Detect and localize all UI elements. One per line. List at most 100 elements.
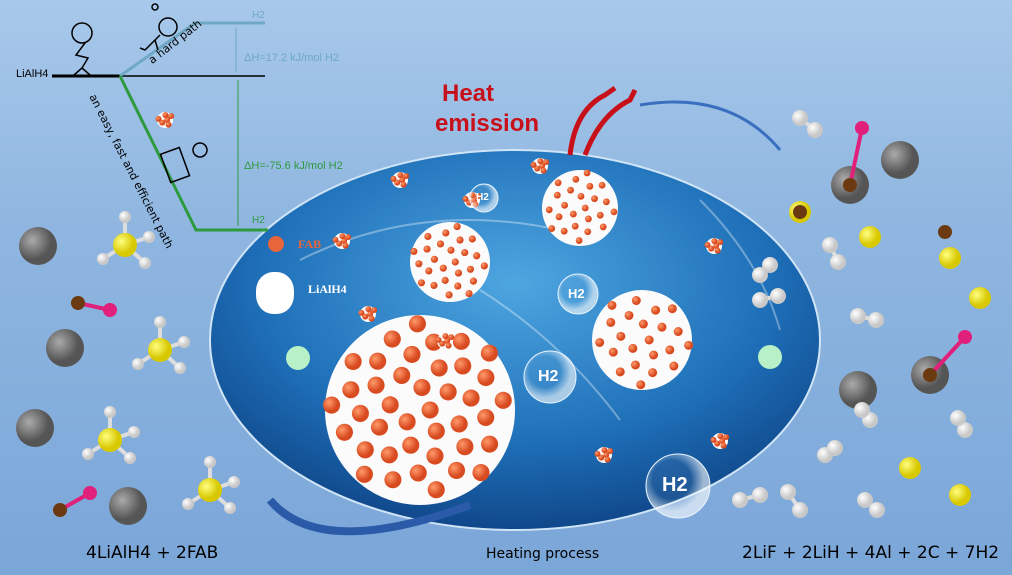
fab-particle xyxy=(452,332,470,350)
fab-particle xyxy=(554,179,562,187)
fab-particle xyxy=(365,306,372,313)
h-atom xyxy=(124,452,136,464)
fab-particle xyxy=(442,229,450,237)
fab-particle xyxy=(456,236,464,244)
fab-particle xyxy=(417,279,426,287)
h2-molecule xyxy=(950,410,966,426)
fab-particle xyxy=(606,317,616,327)
bond-atom xyxy=(855,121,869,135)
h2-molecule xyxy=(868,312,884,328)
h-atom xyxy=(174,362,186,374)
fab-particle xyxy=(413,378,431,397)
fab-particle xyxy=(466,265,475,273)
fab-particle xyxy=(450,415,468,433)
fab-particle xyxy=(545,206,553,214)
fab-particle xyxy=(435,336,442,343)
fab-particle xyxy=(607,300,617,310)
carbon-atom xyxy=(839,371,877,409)
li-atom xyxy=(286,346,310,370)
fab-particle xyxy=(384,471,402,489)
fab-particle xyxy=(494,391,512,409)
fab-particle xyxy=(615,367,625,377)
h-atom xyxy=(139,257,151,269)
fab-particle xyxy=(571,222,579,230)
cart-figure-icon xyxy=(159,142,208,184)
fab-particle xyxy=(569,210,577,218)
carbon-atom xyxy=(46,329,84,367)
fab-particle xyxy=(380,446,398,464)
fab-particle xyxy=(704,241,711,248)
fab-particle xyxy=(603,452,610,458)
fab-particle xyxy=(596,211,604,219)
fab-particle xyxy=(473,252,481,260)
h2-molecule xyxy=(752,292,768,308)
heat-label-line1: Heat xyxy=(442,80,495,107)
fab-particle xyxy=(344,352,362,371)
fab-particle xyxy=(714,247,721,254)
fab-particle xyxy=(342,381,360,399)
fab-particle xyxy=(370,418,389,436)
fab-particle xyxy=(548,225,556,232)
fab-particle xyxy=(465,289,473,298)
lialh4-legend-icon xyxy=(256,272,294,314)
fab-particle xyxy=(381,396,399,414)
fab-particle xyxy=(477,368,495,387)
fab-particle xyxy=(332,236,339,243)
fab-particle xyxy=(424,232,432,241)
h2-molecule xyxy=(762,257,778,273)
fab-particle xyxy=(323,396,341,414)
h2-molecule xyxy=(780,484,796,500)
fab-particle xyxy=(669,361,679,371)
fab-particle xyxy=(355,465,373,483)
fab-particle xyxy=(723,434,730,441)
bond-atom xyxy=(923,368,937,382)
h-atom xyxy=(182,498,194,510)
fab-particle xyxy=(644,335,654,345)
h2-molecule xyxy=(770,288,786,304)
fab-particle xyxy=(351,404,369,422)
li-atom xyxy=(758,345,782,369)
fab-particle xyxy=(155,115,162,122)
fab-particle xyxy=(575,237,583,244)
fab-particle xyxy=(426,447,444,465)
fab-particle xyxy=(717,239,724,246)
fab-particle xyxy=(572,175,580,183)
yellow-atom xyxy=(899,457,921,479)
fab-particle xyxy=(480,344,498,362)
fab-particle xyxy=(462,195,469,202)
fab-legend-label: FAB xyxy=(298,237,322,251)
h2-molecule xyxy=(822,237,838,253)
fab-particle xyxy=(543,159,550,166)
h2-molecule xyxy=(869,502,885,518)
fab-particle xyxy=(673,327,683,337)
fab-particle xyxy=(630,360,640,370)
carbon-atom xyxy=(881,141,919,179)
fab-particle xyxy=(383,330,401,348)
fab-particle xyxy=(430,281,438,290)
al-atom xyxy=(148,338,172,362)
brown-atom xyxy=(793,205,807,219)
bond-atom xyxy=(53,503,67,517)
dh-easy-label: ΔH=-75.6 kJ/mol H2 xyxy=(244,160,343,172)
fab-particle xyxy=(539,163,546,169)
fab-particle xyxy=(454,357,472,375)
reaction-vessel xyxy=(209,149,821,531)
fab-particle xyxy=(595,337,605,347)
fab-particle xyxy=(342,242,349,249)
fab-particle xyxy=(684,340,694,350)
lialh4-particle xyxy=(592,290,692,390)
al-atom xyxy=(113,233,137,257)
fab-particle xyxy=(584,228,592,236)
bond-atom xyxy=(83,486,97,500)
fab-particle xyxy=(567,186,574,194)
h2-bubble-label: H2 xyxy=(538,368,559,385)
fab-particle xyxy=(560,227,568,235)
fab-particle xyxy=(540,167,547,174)
fab-particle xyxy=(393,366,411,384)
fab-particle xyxy=(447,461,466,480)
fab-particle xyxy=(447,246,455,254)
h2-bubble-label: H2 xyxy=(568,286,585,301)
h2-molecule xyxy=(752,267,768,283)
h2-molecule xyxy=(857,492,873,508)
